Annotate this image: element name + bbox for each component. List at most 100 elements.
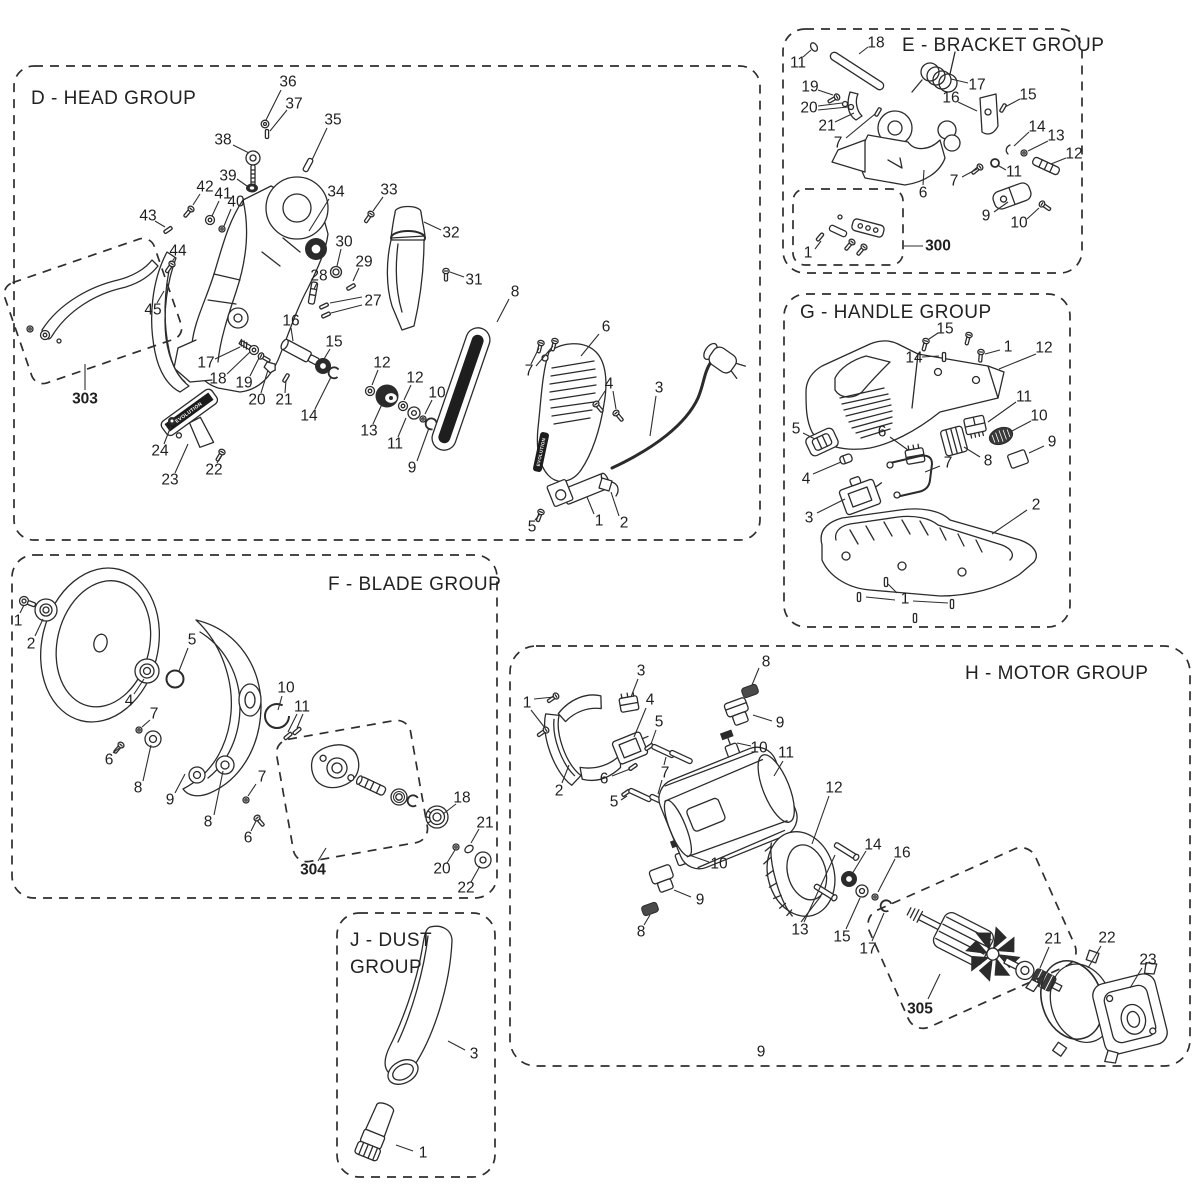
head-part-label-9: 9: [408, 460, 417, 477]
head-part-label-37: 37: [285, 96, 302, 113]
blade-part-label-6: 6: [244, 830, 253, 847]
motor-part-label-9: 9: [776, 715, 785, 732]
handle-part-label-14: 14: [905, 350, 923, 367]
head-leader-line: [313, 282, 318, 290]
head-part-label-15: 15: [325, 334, 342, 351]
motor-group-title: H - MOTOR GROUP: [965, 663, 1148, 684]
head-leader-line: [416, 427, 430, 462]
motor-leader-line: [688, 854, 710, 863]
motor-leader-line: [620, 795, 628, 801]
motor-part-label-10: 10: [710, 856, 728, 873]
motor-leader-line: [927, 973, 941, 1000]
head-leader-line: [226, 351, 251, 375]
head-part-label-30: 30: [335, 234, 353, 251]
pivot-rod-part: [829, 51, 885, 91]
bracket-part-label-13: 13: [1047, 128, 1064, 145]
head-leader-line: [371, 369, 379, 386]
bracket-group-title: E - BRACKET GROUP: [902, 35, 1104, 56]
field-housing-part: [658, 746, 798, 870]
blade-leader-line: [142, 744, 152, 782]
head-part-label-44: 44: [169, 243, 187, 260]
bracket-leader-line: [817, 106, 849, 111]
head-leader-line: [269, 109, 288, 132]
dust-leader-line: [395, 1144, 414, 1152]
gearbox-plate-part: [310, 744, 360, 789]
handle-group-box: [783, 293, 1071, 628]
head-leader-line: [216, 455, 222, 464]
head-leader-line: [449, 271, 465, 278]
blade-leader-line: [178, 647, 189, 672]
sub-303-subassembly-box: [3, 237, 183, 385]
bracket-part-label-10: 10: [1010, 215, 1028, 232]
blade-leader-line: [19, 604, 25, 614]
head-leader-line: [192, 193, 201, 206]
bracket-part-label-17: 17: [968, 77, 985, 94]
motor-part-label-5: 5: [610, 794, 619, 811]
head-part-label-17: 17: [197, 355, 214, 372]
handle-leader-line: [865, 596, 896, 601]
head-part-label-16: 16: [282, 313, 299, 330]
blade-leader-line: [133, 678, 145, 695]
head-part-label-3: 3: [655, 380, 664, 397]
motor-leader-line: [845, 897, 861, 930]
switch-assembly-part: [838, 476, 883, 516]
blade-leader-line: [174, 773, 186, 794]
motor-leader-line: [752, 714, 773, 722]
blade-part-label-7: 7: [258, 769, 267, 786]
head-leader-line: [156, 290, 165, 304]
output-shaft-part: [355, 775, 387, 796]
head-leader-line: [232, 144, 250, 154]
motor-leader-line: [663, 756, 667, 766]
bracket-leader-line: [998, 165, 1007, 171]
handle-top-shell-part: [805, 340, 1005, 450]
head-leader-line: [323, 348, 331, 360]
motor-group-box: [509, 645, 1191, 1067]
handle-part-label-6: 6: [878, 424, 887, 441]
head-leader-line: [314, 376, 332, 410]
motor-leader-line: [657, 779, 663, 795]
blade-leader-line: [213, 770, 224, 816]
motor-leader-line: [561, 764, 570, 784]
head-leader-line: [496, 298, 510, 323]
front-handle-part: [26, 259, 159, 344]
handle-part-label-1: 1: [1004, 339, 1013, 356]
handle-part-label-8: 8: [984, 453, 993, 470]
head-part-label-31: 31: [465, 272, 482, 289]
stator-part: [763, 831, 836, 917]
motor-part-label-1: 1: [523, 695, 532, 712]
motor-leader-line: [871, 912, 885, 942]
bracket-leader-line: [922, 169, 925, 186]
blade-part-label-1: 1: [14, 613, 23, 630]
handle-leader-line: [928, 332, 939, 340]
handle-leader-line: [1011, 420, 1032, 432]
bracket-part-label-16: 16: [942, 90, 959, 107]
head-part-label-40: 40: [227, 194, 245, 211]
head-leader-line: [214, 346, 241, 360]
motor-leader-line: [1039, 946, 1050, 969]
brush-cap-part: [723, 697, 749, 726]
bracket-leader-line: [858, 46, 869, 55]
motor-group-parts: [535, 683, 1168, 1064]
spindle-part: [280, 338, 320, 366]
motor-leader-line: [877, 858, 896, 893]
head-part-label-36: 36: [279, 74, 296, 91]
head-leader-line: [423, 221, 442, 231]
handle-part-label-5: 5: [792, 421, 801, 438]
outer-flange-part: [34, 598, 58, 622]
blade-part-label-8: 8: [134, 780, 143, 797]
bracket-group-box: [782, 28, 1083, 274]
head-leader-line: [352, 267, 360, 282]
head-leader-line: [649, 395, 657, 437]
bracket-part-label-20: 20: [800, 100, 818, 117]
connector-part: [963, 414, 987, 439]
bracket-leader-line: [814, 240, 822, 250]
motor-part-label-17: 17: [859, 941, 876, 958]
blade-leader-line: [34, 618, 44, 637]
bracket-part-label-6: 6: [919, 185, 928, 202]
inner-flange-part: [134, 658, 160, 684]
motor-part-label-2: 2: [555, 783, 564, 800]
blade-leader-line: [296, 713, 304, 729]
head-leader-line: [530, 347, 540, 365]
handle-group-parts: [805, 331, 1037, 624]
bracket-part-label-19: 19: [801, 79, 818, 96]
